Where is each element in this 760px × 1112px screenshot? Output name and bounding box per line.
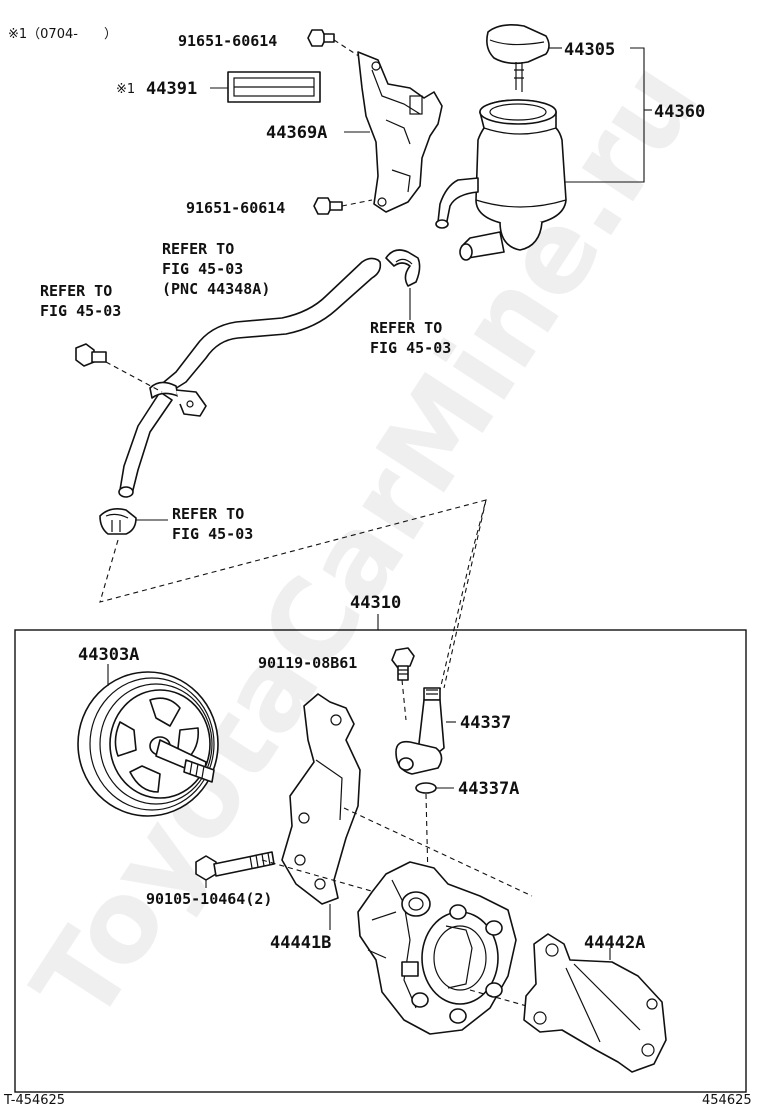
long-bolt[interactable] [195,851,275,881]
left-ref-line2: FIG 45-03 [40,302,121,320]
suction-union[interactable] [395,687,445,775]
label-44337A: 44337A [458,779,519,799]
power-steering-pump[interactable] [357,861,517,1035]
hose-bracket-bolt[interactable] [75,343,107,367]
return-hose[interactable] [118,257,382,498]
label-44391: 44391 [146,79,197,99]
union-bolt[interactable] [391,647,415,681]
hose-clamp-lower[interactable] [99,508,137,535]
reservoir-cap[interactable] [486,24,550,92]
label-44369A: 44369A [266,123,327,143]
label-44441B: 44441B [270,933,331,953]
label-44442A: 44442A [584,933,645,953]
label-44360: 44360 [654,102,705,122]
label-44305: 44305 [564,40,615,60]
header-note: ※1（0704- ） [8,27,117,42]
label-44310: 44310 [350,593,401,613]
label-90119: 90119-08B61 [258,654,357,672]
reservoir-bracket[interactable] [357,51,443,213]
hose-ref-line2: FIG 45-03 [162,260,243,278]
watermark: ToyotaCarMine.ru [9,40,725,1045]
o-ring[interactable] [415,782,437,794]
label-91651-upper: 91651-60614 [178,32,277,50]
bottom-ref-line1: REFER TO [172,505,244,523]
left-ref-line1: REFER TO [40,282,112,300]
footer-right-id: 454625 [702,1093,752,1108]
label-44337: 44337 [460,713,511,733]
hose-ref-line3: (PNC 44348A) [162,280,270,298]
label-44303A: 44303A [78,645,139,665]
footer-left-id: T-454625 [3,1093,65,1108]
hose-clamp-upper[interactable] [385,249,421,287]
label-note-mark: ※1 [116,82,135,97]
bolt-lower[interactable] [313,197,343,215]
label-plate[interactable] [227,71,321,103]
label-91651-lower: 91651-60614 [186,199,285,217]
label-90105: 90105-10464(2) [146,890,272,908]
clamp-ref-line2: FIG 45-03 [370,339,451,357]
hose-ref-line1: REFER TO [162,240,234,258]
pump-bracket-rear[interactable] [523,933,667,1073]
pulley[interactable] [77,671,219,817]
clamp-ref-line1: REFER TO [370,319,442,337]
assembly-box [14,629,747,1093]
reservoir-tank[interactable] [435,99,567,261]
bolt-upper[interactable] [307,29,335,47]
bottom-ref-line2: FIG 45-03 [172,525,253,543]
